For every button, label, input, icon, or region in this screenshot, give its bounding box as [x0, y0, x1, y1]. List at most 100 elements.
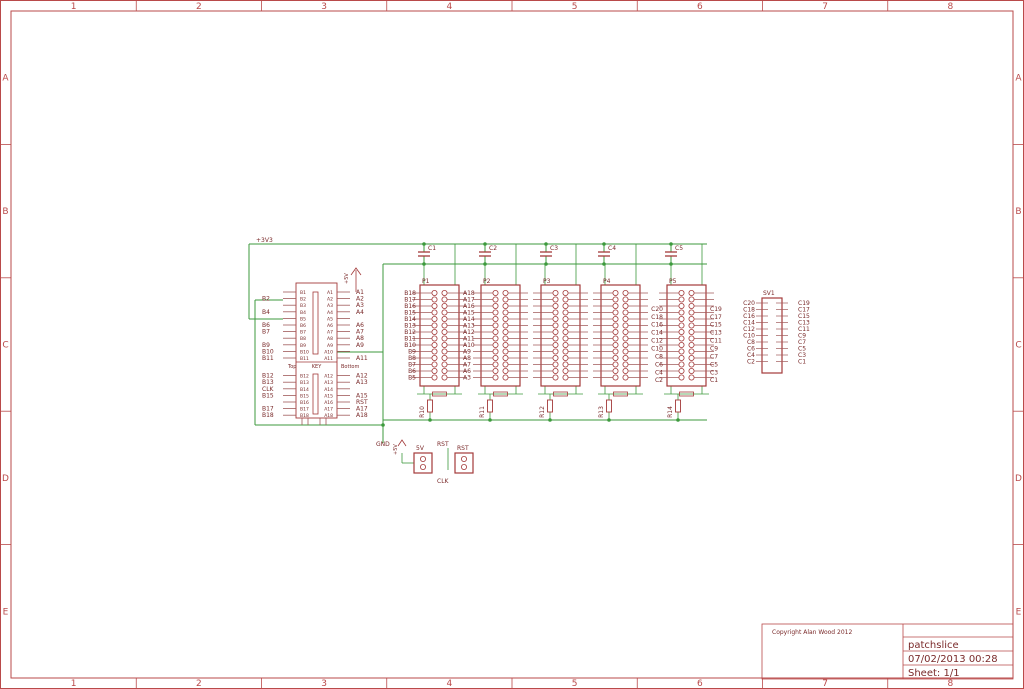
main-connector-body: [295, 282, 338, 419]
main-connector-pin-a: A6: [327, 323, 333, 329]
main-connector-pin-a: A16: [324, 400, 333, 406]
header-pin-pad: [678, 354, 685, 361]
column-label: 8: [948, 679, 954, 689]
header-pin-pad: [441, 328, 448, 335]
header-pin-pad: [562, 335, 569, 342]
junction: [483, 242, 487, 246]
patch-header-net-right: A14: [463, 316, 475, 323]
junction: [422, 242, 426, 246]
header-pin-pad: [562, 322, 569, 329]
header-pin-pad: [492, 367, 499, 374]
jumper-body: [413, 452, 433, 474]
main-connector-pin-a: A1: [327, 290, 333, 296]
header-pin-pad: [612, 322, 619, 329]
header-pin-pad: [441, 322, 448, 329]
header-pin-pad: [502, 367, 509, 374]
patch-header-net-right: A16: [463, 303, 475, 310]
header-pin-pad: [622, 354, 629, 361]
header-pin-pad: [552, 341, 559, 348]
header-pin-pad: [622, 374, 629, 381]
main-connector-pin-b: B8: [300, 336, 306, 342]
jumper-label: RST: [457, 445, 469, 452]
patch-header-body: [666, 284, 707, 387]
main-connector-pin-b: B14: [300, 387, 309, 393]
patch-header-net-right: A7: [463, 362, 471, 369]
header-pin-pad: [502, 335, 509, 342]
header-pin-pad: [678, 289, 685, 296]
sv1-net-left: C2: [747, 359, 755, 366]
patch-header-net-left: C4: [655, 369, 663, 376]
patch-header-net-left: C12: [651, 338, 663, 345]
resistor-label: R14: [667, 406, 674, 418]
header-pin-pad: [552, 315, 559, 322]
header-pin-pad: [678, 315, 685, 322]
column-label: 3: [321, 679, 327, 689]
header-pin-pad: [562, 328, 569, 335]
title-block: Copyright Alan Wood 2012 patchslice 07/0…: [761, 623, 1014, 680]
sv1-net-left: C20: [743, 300, 755, 307]
column-label: 7: [822, 679, 828, 689]
patch-header-net-right: A11: [463, 336, 475, 343]
main-connector-net-right: A3: [356, 302, 364, 309]
sv1-net-left: C8: [747, 339, 755, 346]
header-pin-pad: [431, 335, 438, 342]
column-label: 7: [822, 2, 828, 12]
patch-header-body: [600, 284, 641, 387]
header-pin-pad: [622, 361, 629, 368]
header-pin-pad: [502, 328, 509, 335]
main-connector-pin-b: B6: [300, 323, 306, 329]
capacitor-label: C5: [675, 245, 683, 252]
header-pin-pad: [622, 289, 629, 296]
main-connector-pin-a: A10: [324, 349, 333, 355]
patch-header-net-left: B13: [404, 323, 416, 330]
resistor-body: [427, 399, 433, 413]
header-pin-pad: [502, 296, 509, 303]
header-pin-pad: [552, 354, 559, 361]
jumper-label: 5V: [416, 445, 425, 452]
main-connector-net-left: B7: [262, 329, 270, 336]
patch-header-net-left: C2: [655, 377, 663, 384]
column-label: 4: [447, 679, 453, 689]
header-pin-pad: [552, 322, 559, 329]
header-pin-pad: [502, 302, 509, 309]
header-pin-pad: [688, 354, 695, 361]
patch-header-net-right: C3: [710, 369, 718, 376]
sv1-net-right: C17: [798, 307, 810, 314]
main-connector-net-left: B12: [262, 373, 274, 380]
patch-header-net-right: C11: [710, 338, 722, 345]
junction: [669, 242, 673, 246]
header-pin-pad: [492, 322, 499, 329]
header-pin-pad: [622, 328, 629, 335]
header-pin-pad: [678, 296, 685, 303]
main-connector-pin-b: B16: [300, 400, 309, 406]
patch-header-net-left: C6: [655, 361, 663, 368]
header-pin-pad: [688, 315, 695, 322]
header-pin-pad: [492, 302, 499, 309]
main-connector-pin-b: B2: [300, 297, 306, 303]
header-pin-pad: [431, 315, 438, 322]
header-pin-pad: [612, 328, 619, 335]
header-pin-pad: [612, 289, 619, 296]
header-pin-pad: [552, 309, 559, 316]
main-connector-pin-b: B9: [300, 343, 306, 349]
patch-header-net-left: B14: [404, 316, 416, 323]
main-connector-net-left: B18: [262, 412, 274, 419]
main-connector-pin-b: B7: [300, 330, 306, 336]
patch-header-net-left: B9: [408, 349, 416, 356]
junction: [488, 418, 492, 422]
row-label: D: [1015, 474, 1022, 484]
header-pin-pad: [502, 348, 509, 355]
main-connector-net-right: A15: [356, 392, 368, 399]
header-pin-pad: [552, 361, 559, 368]
header-pin-pad: [688, 361, 695, 368]
jumper-body: [454, 452, 474, 474]
sv1-net-right: C5: [798, 346, 806, 353]
resistor-body: [606, 399, 612, 413]
column-label: 5: [572, 2, 578, 12]
header-pin-pad: [612, 348, 619, 355]
header-pin-pad: [431, 296, 438, 303]
patch-header-label: P3: [543, 278, 551, 285]
header-pin-pad: [431, 309, 438, 316]
sv1-net-left: C10: [743, 333, 755, 340]
jumper-pin-pad: [419, 455, 426, 462]
